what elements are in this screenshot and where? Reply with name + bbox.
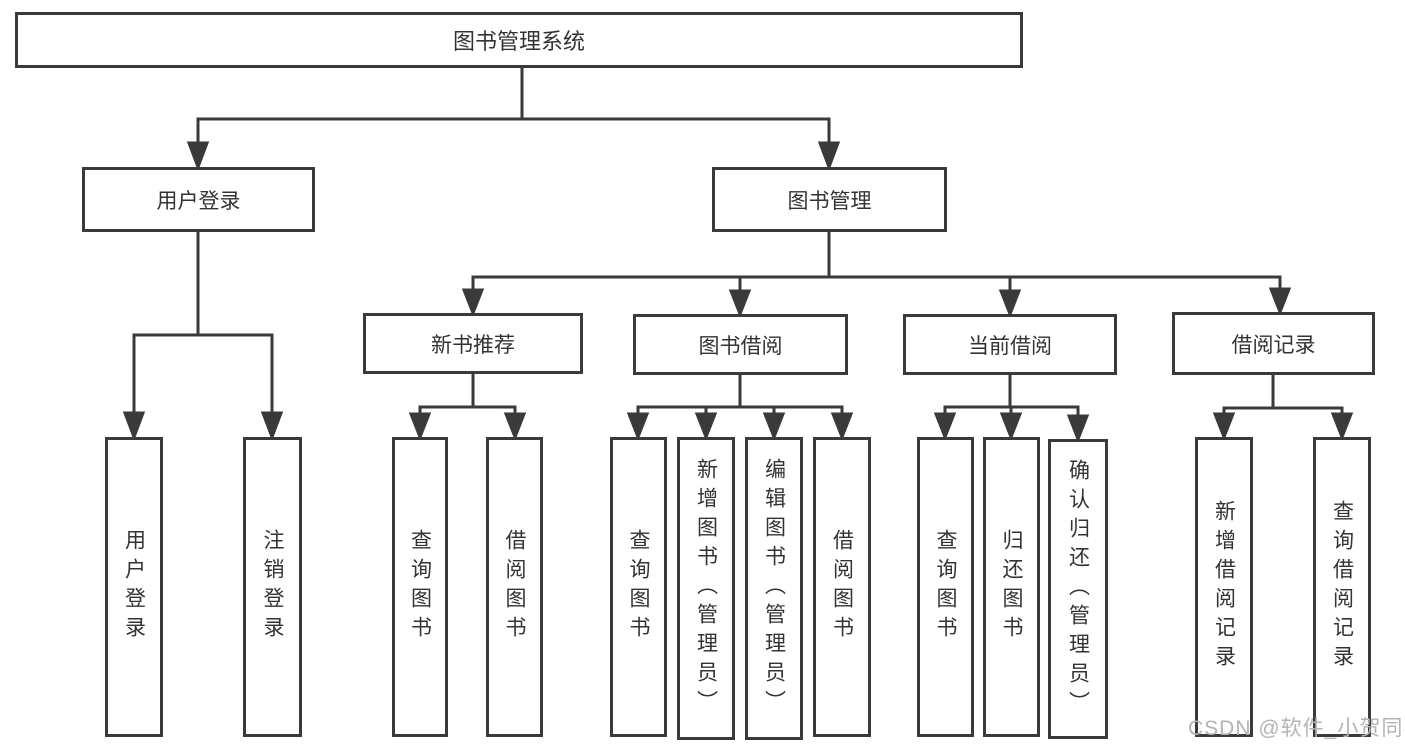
leaf-logout: 注销登录 [243,437,302,737]
leaf-query-books-3: 查询图书 [917,437,974,737]
leaf-user-login-label: 用户登录 [122,529,146,645]
leaf-query-books-2-label: 查询图书 [627,529,650,645]
node-new-book-recommend: 新书推荐 [363,313,583,374]
csdn-watermark: CSDN @软件_小贺同学 [1188,717,1405,740]
leaf-borrow-books-2-label: 借阅图书 [830,529,854,645]
node-book-management: 图书管理 [712,167,947,232]
node-user-login: 用户登录 [82,167,315,232]
leaf-return-books-label: 归还图书 [1000,529,1023,645]
node-book-borrowing-label: 图书借阅 [698,334,783,358]
leaf-confirm-return-admin-label: 确认归还（管理员） [1066,458,1090,720]
node-root: 图书管理系统 [15,12,1023,68]
node-current-borrowing-label: 当前借阅 [968,334,1052,358]
node-root-label: 图书管理系统 [452,29,585,54]
leaf-query-borrow-record: 查询借阅记录 [1313,437,1371,737]
leaf-logout-label: 注销登录 [261,529,284,645]
node-current-borrowing: 当前借阅 [903,314,1117,375]
leaf-confirm-return-admin: 确认归还（管理员） [1048,439,1108,739]
node-borrow-records: 借阅记录 [1172,312,1375,375]
leaf-add-books-admin-label: 新增图书（管理员） [694,458,718,719]
leaf-borrow-books-2: 借阅图书 [813,437,871,737]
node-book-management-label: 图书管理 [787,189,872,213]
node-borrow-records-label: 借阅记录 [1231,333,1316,357]
leaf-user-login: 用户登录 [105,437,163,737]
leaf-add-books-admin: 新增图书（管理员） [677,437,735,740]
leaf-query-borrow-record-label: 查询借阅记录 [1330,500,1354,674]
leaf-add-borrow-record-label: 新增借阅记录 [1212,500,1236,674]
node-book-borrowing: 图书借阅 [633,314,848,375]
node-user-login-label: 用户登录 [156,189,241,213]
leaf-query-books-1-label: 查询图书 [408,529,432,645]
node-new-book-recommend-label: 新书推荐 [431,333,515,357]
leaf-borrow-books-1-label: 借阅图书 [503,529,526,645]
leaf-query-books-2: 查询图书 [610,437,667,737]
leaf-return-books: 归还图书 [983,437,1040,737]
leaf-edit-books-admin: 编辑图书（管理员） [745,437,803,740]
leaf-query-books-1: 查询图书 [392,437,448,737]
leaf-borrow-books-1: 借阅图书 [486,437,543,737]
leaf-edit-books-admin-label: 编辑图书（管理员） [762,458,786,719]
leaf-add-borrow-record: 新增借阅记录 [1195,437,1253,737]
leaf-query-books-3-label: 查询图书 [934,529,957,645]
